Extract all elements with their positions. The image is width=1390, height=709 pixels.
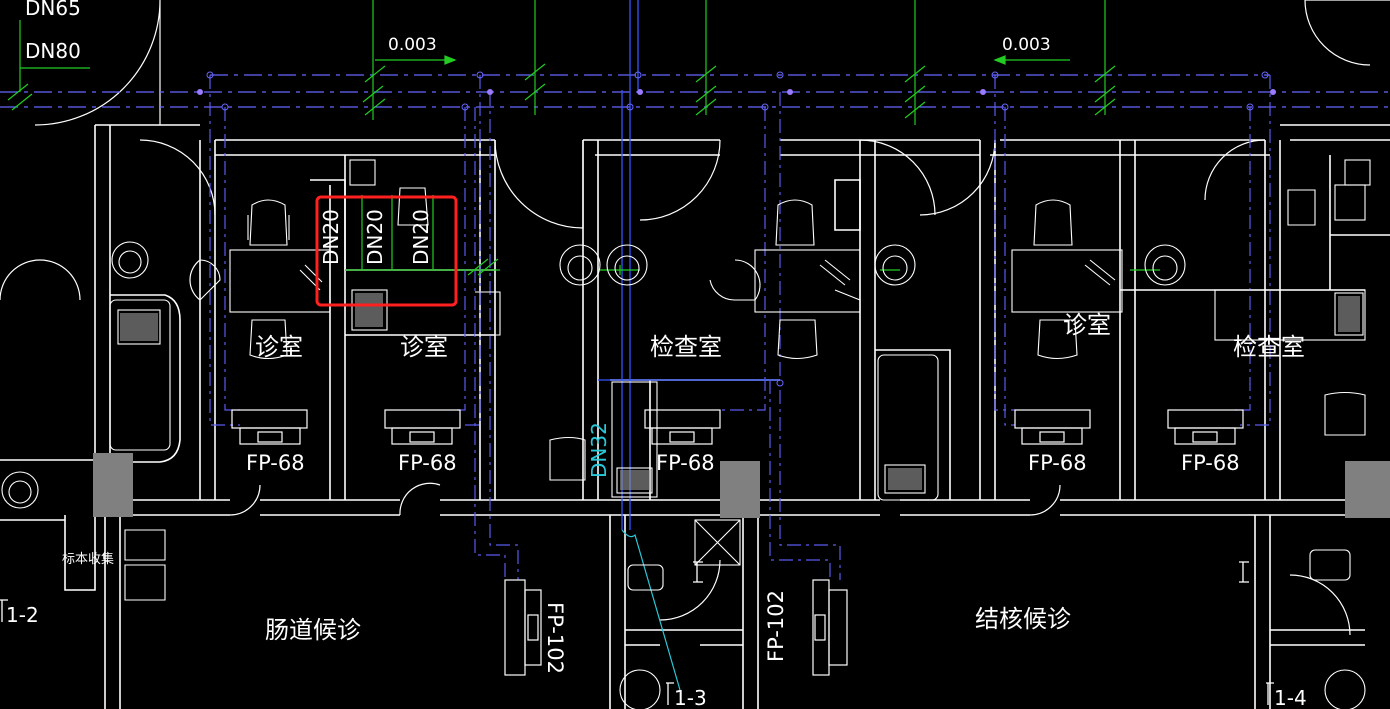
room-label-exam-2: 诊室 [400,333,448,361]
section-mark-1-2: 1-2 [6,603,39,627]
room-label-check-2: 检查室 [1233,333,1305,361]
fan-coil-6 [504,579,542,676]
pipe-label-dn20-a: DN20 [319,209,343,265]
cyan-line [621,529,681,691]
fan-coil-5 [1167,409,1244,445]
risers [598,0,780,530]
pipe-fittings [206,71,1269,387]
fan-coil-units [231,409,1244,676]
fan-coil-label-1: FP-68 [246,451,305,475]
fan-coil-label-3: FP-68 [656,451,715,475]
highlight-box [315,195,458,307]
fan-coil-2 [384,409,461,445]
slope-label-right: 0.003 [1002,35,1051,55]
pipe-label-dn80: DN80 [25,39,81,63]
fan-coil-4 [1014,409,1091,445]
room-label-exam-3: 诊室 [1063,311,1111,339]
section-mark-glyphs [0,561,1274,705]
columns [93,453,1390,518]
slope-arrows [444,55,1006,65]
pipe-nodes [197,89,1276,95]
fan-coil-label-7: FP-102 [764,590,788,662]
room-label-exam-1: 诊室 [255,333,303,361]
section-mark-1-4: 1-4 [1274,686,1307,709]
slope-label-left: 0.003 [388,35,437,55]
pipe-ticks [7,63,1116,276]
fan-coil-label-4: FP-68 [1028,451,1087,475]
room-label-waiting-tb: 结核候诊 [975,605,1071,633]
fan-coil-label-6: FP-102 [543,602,567,674]
fan-coil-7 [812,579,848,676]
fan-coil-label-2: FP-68 [398,451,457,475]
pipe-label-dn32: DN32 [587,422,611,478]
room-label-check-1: 检查室 [650,333,722,361]
furniture [1,159,1371,709]
pipe-label-dn20-b: DN20 [363,209,387,265]
fan-coil-3 [644,409,721,445]
door-arcs [0,0,1390,636]
section-mark-1-3: 1-3 [674,686,707,709]
room-label-waiting-intestinal: 肠道候诊 [265,616,361,644]
supply-main [0,74,1390,108]
pipe-label-dn20-c: DN20 [409,209,433,265]
hatch-blocks [120,293,1360,490]
green-pipes [19,0,1160,275]
fan-coil-label-5: FP-68 [1181,451,1240,475]
fan-coil-1 [231,409,308,445]
room-label-specimen: 标本收集 [62,551,114,567]
pipe-label-dn65: DN65 [25,0,81,20]
walls [0,124,1390,709]
